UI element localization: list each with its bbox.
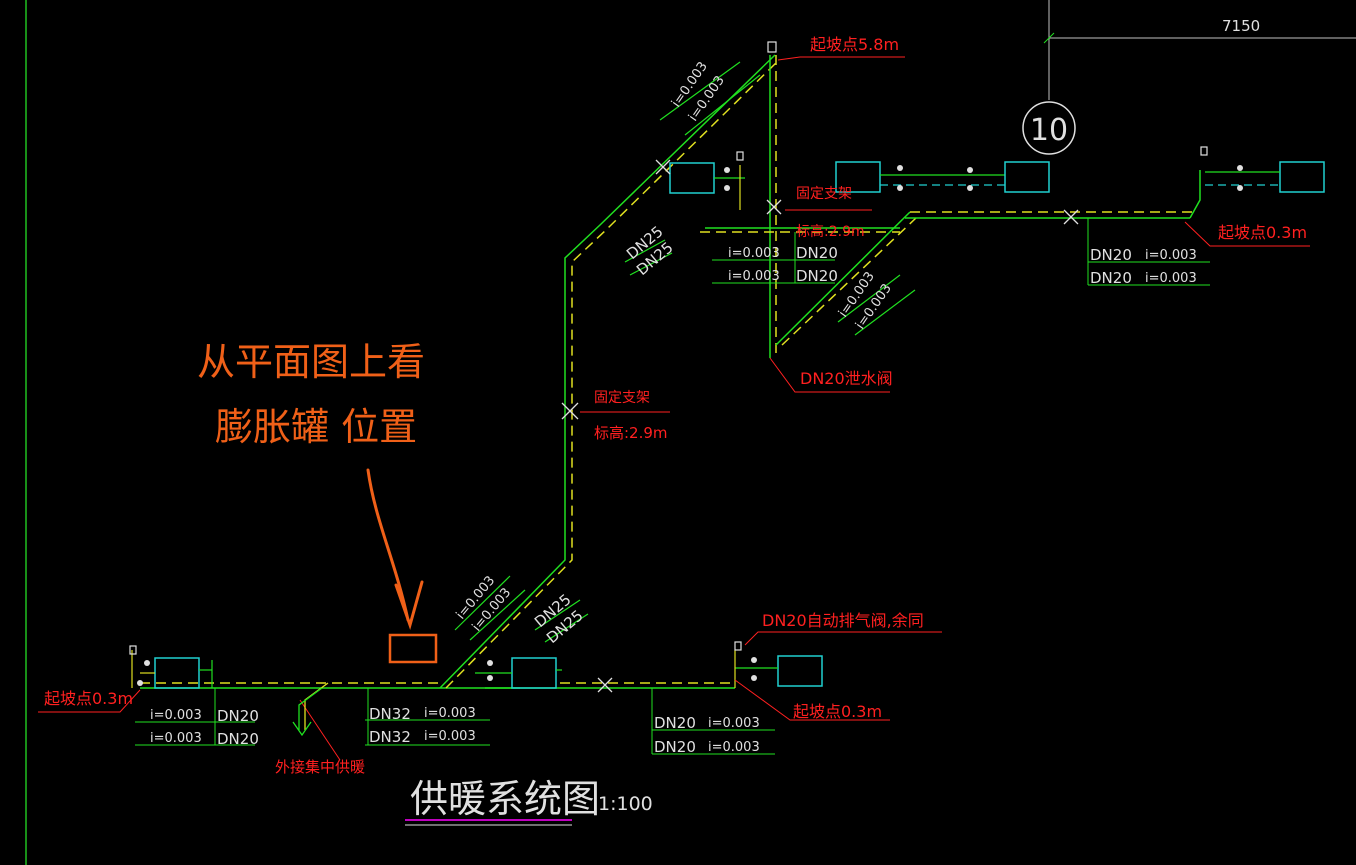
label-start-right: 起坡点0.3m	[1218, 223, 1307, 242]
dn-label: DN20	[796, 267, 838, 285]
label-fixed-support-mid: 固定支架	[594, 390, 650, 406]
label-drain-valve: DN20泄水阀	[800, 369, 893, 388]
bottom-main-pipe	[140, 682, 735, 689]
slope-label: i=0.003	[728, 246, 780, 261]
label-elevation-top: 标高:2.9m	[796, 223, 865, 240]
slope-label: i=0.003	[708, 740, 760, 755]
slope-label: i=0.003	[708, 716, 760, 731]
dn-label: DN20	[796, 244, 838, 262]
external-supply-pipe	[292, 682, 329, 737]
annotation-line-2: 膨胀罐 位置	[215, 405, 417, 449]
expansion-tank-marker	[388, 633, 438, 664]
slope-label: i=0.003	[1145, 271, 1197, 286]
slope-label: i=0.003	[424, 706, 476, 721]
dn-label: DN20	[1090, 269, 1132, 287]
drawing-scale: 1:100	[598, 793, 653, 815]
slope-label: i=0.003	[424, 729, 476, 744]
slope-label: i=0.003	[150, 708, 202, 723]
axis-bubble	[1022, 101, 1076, 155]
label-fixed-support-top: 固定支架	[796, 186, 852, 202]
air-vent-symbols	[129, 41, 1208, 655]
dn-label: DN20	[654, 738, 696, 756]
fixed-support-marks	[561, 159, 1079, 693]
radiator-bottom-center	[475, 657, 562, 689]
radiator-top-center-right	[1004, 161, 1050, 193]
radiator-left	[131, 650, 213, 689]
axis-bubble-label: 10	[1030, 113, 1068, 148]
dimension-leader-lines	[135, 218, 1210, 755]
annotation-line-1: 从平面图上看	[197, 340, 425, 384]
dn-label: DN20	[1090, 246, 1132, 264]
label-start-bottom-right: 起坡点0.3m	[793, 702, 882, 721]
dn-label: DN20	[217, 707, 259, 725]
label-high-point: 起坡点5.8m	[810, 35, 899, 54]
riser-pipe	[439, 54, 780, 689]
vertical-drop-pipe	[769, 55, 917, 358]
radiator-top-left	[669, 162, 745, 210]
label-external-supply: 外接集中供暖	[275, 758, 365, 776]
dn-label: DN32	[369, 728, 411, 746]
upper-right-main-pipe	[700, 170, 1201, 233]
radiator-bottom-right	[734, 650, 823, 688]
label-air-valve: DN20自动排气阀,余同	[762, 611, 924, 630]
label-start-left: 起坡点0.3m	[44, 689, 133, 708]
drawing-title: 供暖系统图	[410, 777, 600, 821]
slope-leaders	[454, 61, 916, 643]
annotation-arrow	[366, 468, 424, 631]
label-elevation-mid: 标高:2.9m	[594, 424, 668, 442]
valve-symbols	[144, 165, 1243, 681]
slope-label: i=0.003	[1145, 248, 1197, 263]
dn-label: DN20	[654, 714, 696, 732]
radiator-top-right	[1205, 161, 1325, 193]
dn-label: DN20	[217, 730, 259, 748]
red-leader-lines	[38, 56, 1310, 761]
slope-label: i=0.003	[728, 269, 780, 284]
dn-label: DN32	[369, 705, 411, 723]
slope-label: i=0.003	[150, 731, 202, 746]
dimension-text: 7150	[1222, 17, 1260, 35]
radiator-top-center-left	[835, 161, 1005, 193]
